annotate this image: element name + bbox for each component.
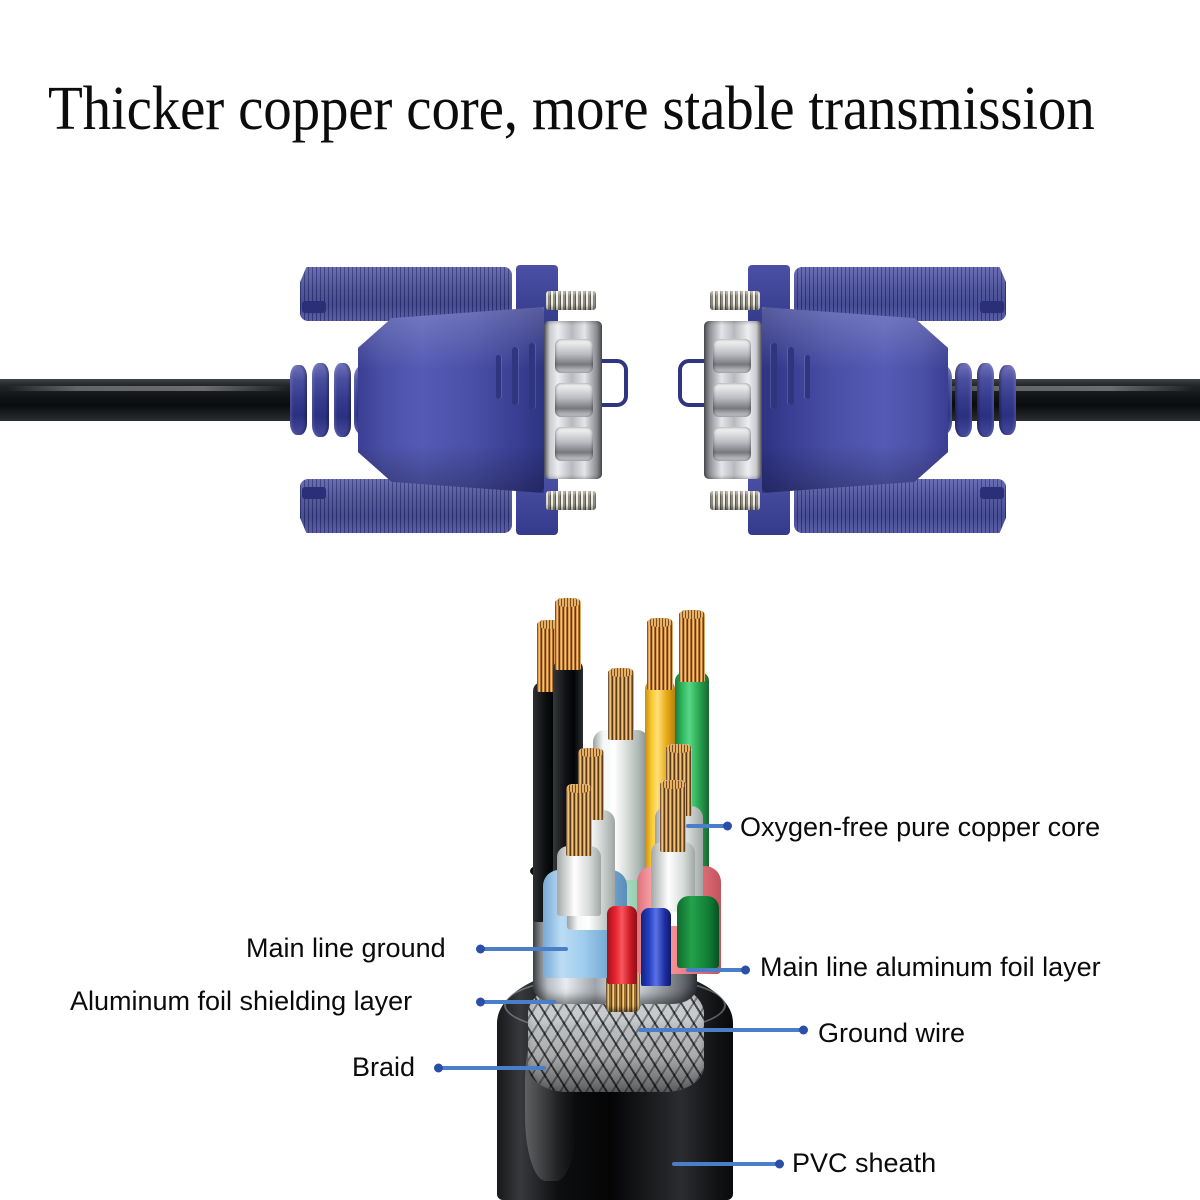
thumbscrew-top xyxy=(546,291,596,310)
copper-conductor xyxy=(566,784,592,856)
dsub-metal-shell xyxy=(544,321,602,479)
dsub-pin-row xyxy=(713,339,751,373)
thumbscrew-bottom xyxy=(710,491,760,510)
cable-run-left xyxy=(0,379,300,421)
leader-main-line-ground xyxy=(476,944,568,954)
copper-conductor xyxy=(555,598,581,670)
leader-oxygen-free-copper-core xyxy=(686,821,732,831)
cable-cross-section-diagram xyxy=(0,598,1200,1200)
copper-conductor xyxy=(647,618,673,690)
strain-relief-left xyxy=(288,363,368,437)
copper-conductor xyxy=(660,780,686,852)
connector-photo-section xyxy=(0,255,1200,545)
thumbscrew-top xyxy=(710,291,760,310)
wire-white-front-left xyxy=(557,784,601,916)
callout-ground-wire: Ground wire xyxy=(818,1018,966,1048)
strain-rib xyxy=(955,363,972,437)
wire-dark-green xyxy=(677,896,719,968)
wing-notch xyxy=(980,487,1004,499)
connector-groove xyxy=(529,343,535,409)
strain-rib xyxy=(290,365,307,435)
connector-groove xyxy=(788,347,794,405)
strain-relief-right xyxy=(938,363,1018,437)
callout-main-line-ground: Main line ground xyxy=(246,933,446,963)
callout-main-line-foil: Main line aluminum foil layer xyxy=(760,952,1101,982)
leader-dot xyxy=(723,821,732,831)
strain-rib xyxy=(999,365,1016,435)
leader-main-line-foil xyxy=(686,965,750,975)
callout-braid: Braid xyxy=(352,1052,416,1082)
leader-dot xyxy=(434,1063,443,1073)
leader-pvc-sheath xyxy=(672,1159,784,1169)
vga-connector-left xyxy=(288,255,658,545)
leader-braid xyxy=(434,1063,546,1073)
wing-notch xyxy=(302,487,326,499)
copper-conductor xyxy=(608,668,634,740)
leader-dot xyxy=(799,1025,808,1035)
connector-groove xyxy=(496,355,501,399)
thumbscrew-bottom xyxy=(546,491,596,510)
strain-rib xyxy=(334,363,351,437)
page-title: Thicker copper core, more stable transmi… xyxy=(48,75,1095,143)
callout-oxygen-free-copper-core: Oxygen-free pure copper core xyxy=(740,812,1101,842)
wire-bundle xyxy=(505,598,725,986)
leader-dot xyxy=(476,997,485,1007)
dsub-pin-row xyxy=(555,427,593,461)
connector-groove xyxy=(771,343,777,409)
callout-pvc-sheath: PVC sheath xyxy=(792,1148,937,1178)
leader-dot xyxy=(476,944,485,954)
leader-ground-wire xyxy=(638,1025,808,1035)
connector-groove xyxy=(512,347,518,405)
connector-groove xyxy=(805,355,810,399)
leader-aluminum-foil-shield xyxy=(476,997,556,1007)
vga-connector-right xyxy=(648,255,1018,545)
strain-rib xyxy=(312,363,329,437)
strain-rib xyxy=(977,363,994,437)
wire-red xyxy=(607,906,637,984)
wing-notch xyxy=(980,301,1004,313)
wire-blue xyxy=(641,908,671,986)
dsub-pin-row xyxy=(555,383,593,417)
leader-dot xyxy=(775,1159,784,1169)
dsub-pin-row xyxy=(555,339,593,373)
callout-aluminum-foil-shield: Aluminum foil shielding layer xyxy=(70,986,413,1016)
copper-conductor xyxy=(679,610,705,682)
dsub-pin-row xyxy=(713,427,751,461)
wire-white-front-right xyxy=(651,780,695,912)
dsub-pin-row xyxy=(713,383,751,417)
leader-dot xyxy=(741,965,750,975)
dsub-metal-shell xyxy=(704,321,762,479)
wing-notch xyxy=(302,301,326,313)
